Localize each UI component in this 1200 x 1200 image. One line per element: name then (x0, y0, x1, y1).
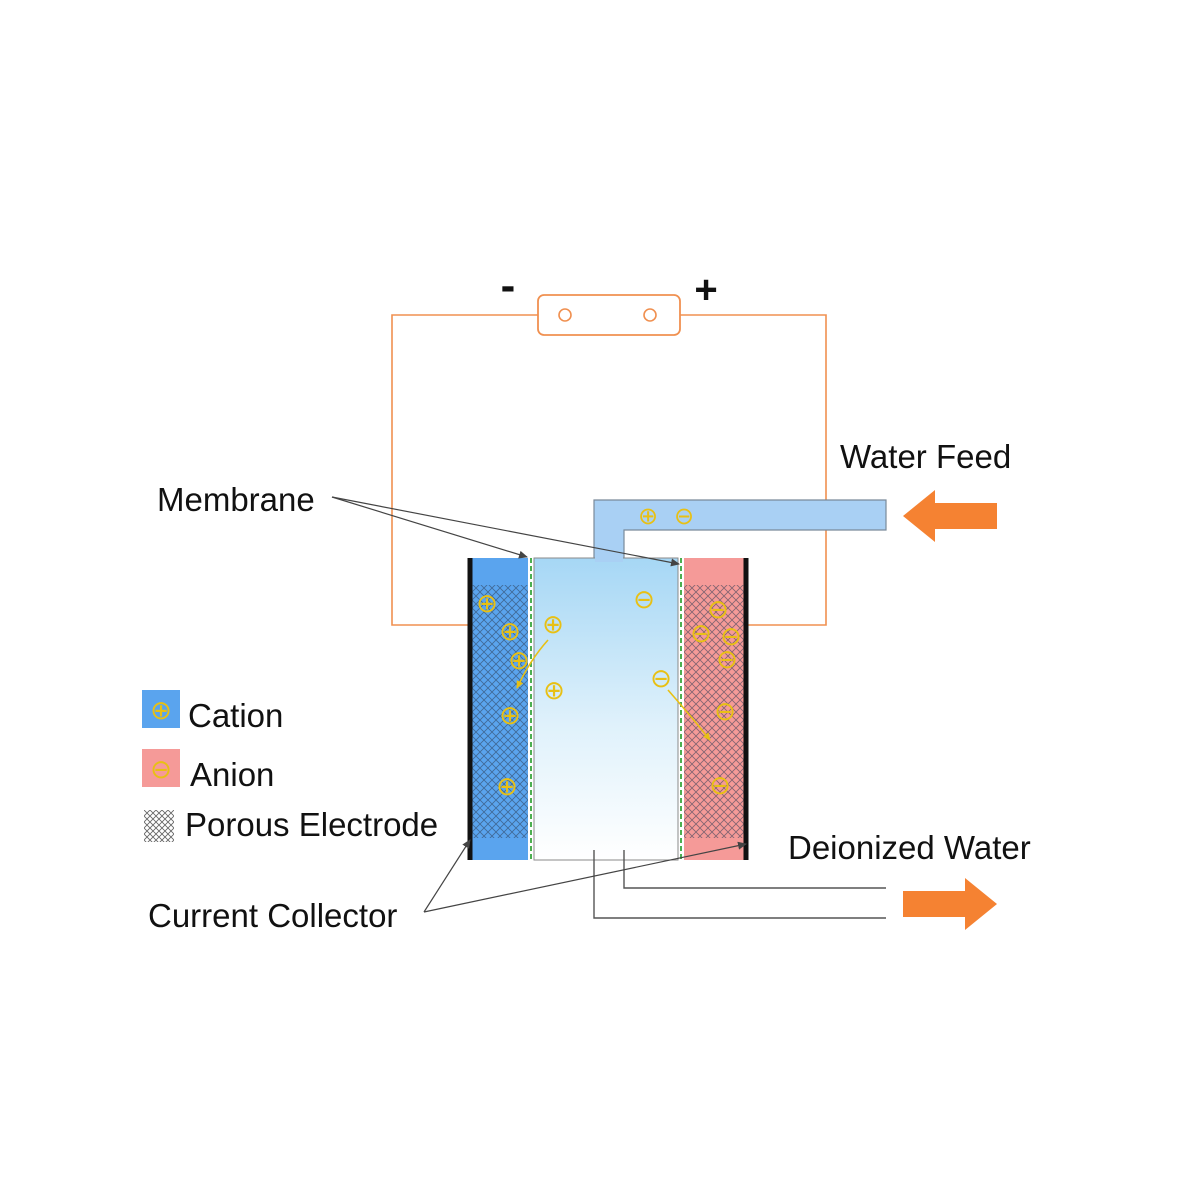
deionized-water-label: Deionized Water (788, 829, 1031, 866)
anion-ion: ⊖ (720, 621, 742, 651)
feed-cation-symbol: ⊕ (638, 503, 658, 530)
legend-item-anion: ⊖ Anion (142, 749, 274, 793)
flow-channel (533, 557, 679, 861)
outlet-pipe-outer (593, 850, 886, 919)
collector-pointer-left (423, 839, 471, 913)
channel-anion: ⊖ (650, 663, 672, 693)
anion-electrode-porous-region (684, 585, 744, 838)
channel-ions: ⊕ ⊕ ⊖ ⊖ (542, 584, 672, 705)
cation-ion: ⊕ (508, 645, 530, 675)
feed-anion-symbol: ⊖ (674, 503, 694, 530)
cation-ion: ⊕ (476, 588, 498, 618)
legend: ⊕ Cation ⊖ Anion Porous Electrode (142, 690, 438, 843)
deionized-water-arrow (903, 878, 997, 930)
anion-migration-arrow (667, 689, 711, 741)
legend-anion-swatch (142, 749, 180, 787)
outlet-pipe-inner (623, 850, 886, 889)
terminal-negative (558, 308, 572, 322)
power-supply (537, 294, 681, 336)
terminal-positive (643, 308, 657, 322)
membrane-pointer-right (331, 496, 680, 567)
anion-ion: ⊖ (707, 594, 729, 624)
positive-terminal-sign: + (694, 268, 717, 312)
channel-cation: ⊕ (543, 675, 565, 705)
anion-ion: ⊖ (714, 696, 736, 726)
legend-item-cation: ⊕ Cation (142, 690, 283, 734)
legend-item-porous-electrode: Porous Electrode (144, 806, 438, 843)
legend-anion-label: Anion (190, 756, 274, 793)
water-feed-label: Water Feed (840, 438, 1011, 475)
cation-electrode-porous-region (472, 585, 528, 838)
legend-cation-symbol: ⊕ (150, 695, 172, 725)
wire-negative (391, 314, 538, 626)
legend-porous-label: Porous Electrode (185, 806, 438, 843)
anion-ion: ⊖ (709, 770, 731, 800)
cation-ion: ⊕ (496, 771, 518, 801)
water-feed-arrow (903, 490, 997, 542)
adsorbed-cations: ⊕ ⊕ ⊕ ⊕ ⊕ (476, 588, 530, 801)
external-circuit: - + (391, 261, 827, 626)
collector-pointer-right (423, 841, 747, 913)
water-feed-channel: ⊕ ⊖ Water Feed (593, 438, 1011, 561)
wire-positive (680, 314, 827, 626)
cdi-cell: ⊕ ⊕ ⊕ ⊕ ⊕ ⊕ ⊕ ⊖ ⊖ ⊖ ⊖ ⊖ ⊖ ⊖ ⊖ (467, 555, 997, 930)
legend-cation-label: Cation (188, 697, 283, 734)
membrane-pointer-left (331, 496, 528, 559)
anion-ion: ⊖ (690, 618, 712, 648)
membrane-label: Membrane (157, 481, 315, 518)
current-collector-callout: Current Collector (148, 839, 747, 934)
cation-ion: ⊕ (499, 700, 521, 730)
cation-migration-arrow (516, 639, 549, 689)
cation-ion: ⊕ (499, 616, 521, 646)
channel-cation: ⊕ (542, 609, 564, 639)
flow-channel-inlet-gap (595, 555, 623, 562)
legend-porous-swatch (144, 810, 174, 842)
channel-anion: ⊖ (633, 584, 655, 614)
adsorbed-anions: ⊖ ⊖ ⊖ ⊖ ⊖ ⊖ (690, 594, 742, 800)
current-collector-label: Current Collector (148, 897, 397, 934)
membrane-callout: Membrane (157, 481, 680, 567)
negative-terminal-sign: - (501, 261, 516, 310)
anion-ion: ⊖ (716, 644, 738, 674)
legend-cation-swatch (142, 690, 180, 728)
legend-anion-symbol: ⊖ (150, 754, 172, 784)
